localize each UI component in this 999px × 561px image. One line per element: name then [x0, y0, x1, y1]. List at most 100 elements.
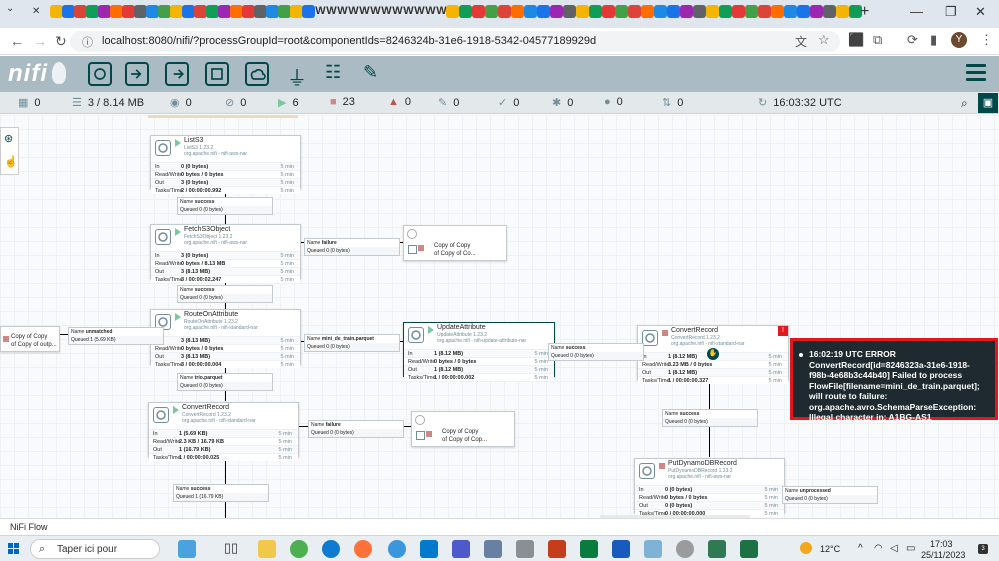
browser-tab-favicon-icon[interactable] — [797, 5, 810, 18]
browser-tab-favicon-icon[interactable] — [524, 5, 537, 18]
browser-tab-favicon-icon[interactable] — [98, 5, 111, 18]
browser-tab-favicon-icon[interactable] — [50, 5, 63, 18]
browser-tab-favicon-icon[interactable] — [628, 5, 641, 18]
browser-tab-favicon-icon[interactable] — [242, 5, 255, 18]
taskbar-search[interactable]: ⌕ Taper ici pour — [30, 539, 160, 559]
browser-tab-favicon-icon[interactable] — [667, 5, 680, 18]
operate-hand-icon[interactable]: ☝ — [4, 156, 18, 168]
powerpoint-app-icon[interactable] — [548, 540, 566, 558]
browser-tab-favicon-icon[interactable] — [290, 5, 303, 18]
vscode-app-icon[interactable] — [420, 540, 438, 558]
browser-tab-favicon-icon[interactable] — [589, 5, 602, 18]
browser-tab-favicon-icon[interactable] — [459, 5, 472, 18]
browser-tab-favicon-icon[interactable] — [266, 5, 279, 18]
whatsapp-app-icon[interactable] — [708, 540, 726, 558]
clock-date[interactable]: 25/11/2023 — [921, 550, 966, 560]
browser-tab-favicon-icon[interactable] — [693, 5, 706, 18]
browser-tab-favicon-icon[interactable] — [218, 5, 231, 18]
browser-tab-favicon-icon[interactable] — [706, 5, 719, 18]
reload-icon[interactable]: ↻ — [55, 33, 67, 49]
processor-tool-icon[interactable] — [88, 62, 112, 86]
browser-tab-favicon-icon[interactable] — [134, 5, 147, 18]
bookmark-star-icon[interactable]: ☆ — [818, 32, 830, 47]
bulletin-board-icon[interactable]: ▣ — [978, 93, 998, 113]
browser-tab-favicon-icon[interactable] — [680, 5, 693, 18]
browser-tab-favicon-icon[interactable] — [641, 5, 654, 18]
browser-tab-favicon-icon[interactable] — [654, 5, 667, 18]
browser-tab-favicon-icon[interactable] — [732, 5, 745, 18]
camera-app-icon[interactable] — [516, 540, 534, 558]
browser-tab-favicon-icon[interactable] — [550, 5, 563, 18]
browser-tab-favicon-icon[interactable] — [771, 5, 784, 18]
browser-tab-favicon-icon[interactable] — [563, 5, 576, 18]
volume-icon[interactable]: ◁ — [890, 543, 898, 554]
close-tab-icon[interactable]: ✕ — [32, 6, 41, 17]
browser-tab-favicon-icon[interactable] — [745, 5, 758, 18]
widgets-app-icon[interactable] — [178, 540, 196, 558]
browser-tab-favicon-icon[interactable] — [576, 5, 589, 18]
browser-tab-wikipedia-icon[interactable]: W — [359, 5, 370, 17]
browser-tab-favicon-icon[interactable] — [849, 5, 862, 18]
input-port-tool-icon[interactable] — [125, 62, 149, 86]
browser-tab-favicon-icon[interactable] — [537, 5, 550, 18]
battery-icon[interactable]: ▭ — [906, 543, 916, 554]
maximize-icon[interactable]: ❐ — [945, 4, 957, 19]
browser-tab-favicon-icon[interactable] — [836, 5, 849, 18]
site-info-icon[interactable]: ⓘ — [82, 37, 93, 49]
firefox-app-icon[interactable] — [354, 540, 372, 558]
menu-dots-icon[interactable]: ⋮ — [980, 32, 993, 47]
browser-tab-favicon-icon[interactable] — [784, 5, 797, 18]
wifi-icon[interactable]: ◠ — [874, 543, 883, 554]
browser-tab-favicon-icon[interactable] — [170, 5, 183, 18]
browser-tab-favicon-icon[interactable] — [485, 5, 498, 18]
browser-tab-favicon-icon[interactable] — [122, 5, 135, 18]
address-bar[interactable]: ⓘ localhost:8080/nifi/?processGroupId=ro… — [70, 31, 840, 52]
docker-app-icon[interactable] — [388, 540, 406, 558]
settings-app-icon[interactable] — [676, 540, 694, 558]
browser-tab-favicon-icon[interactable] — [146, 5, 159, 18]
browser-tab-favicon-icon[interactable] — [498, 5, 511, 18]
browser-tab-favicon-icon[interactable] — [110, 5, 123, 18]
close-window-icon[interactable]: ✕ — [975, 4, 986, 19]
excel-app-icon[interactable] — [740, 540, 758, 558]
search-icon[interactable]: ⌕ — [961, 96, 968, 110]
remote-group-tool-icon[interactable] — [245, 62, 269, 86]
weather-temp[interactable]: 12°C — [820, 544, 841, 554]
task-view-icon[interactable]: ▯▯ — [223, 540, 239, 555]
browser-tab-wikipedia-icon[interactable]: W — [337, 5, 348, 17]
sidepanel-icon[interactable]: ▮ — [930, 32, 938, 47]
profile-avatar[interactable]: Y — [951, 32, 967, 48]
browser-tab-favicon-icon[interactable] — [194, 5, 207, 18]
browser-tab-wikipedia-icon[interactable]: W — [392, 5, 403, 17]
browser-tab-wikipedia-icon[interactable]: W — [381, 5, 392, 17]
navigate-compass-icon[interactable]: ⊛ — [4, 133, 14, 145]
extension-icon[interactable]: ⬛ — [848, 32, 865, 47]
browser-tab-favicon-icon[interactable] — [158, 5, 171, 18]
notifications-icon[interactable]: 3 — [978, 544, 988, 554]
tab-list-icon[interactable]: ⌄ — [6, 3, 15, 14]
browser-tab-wikipedia-icon[interactable]: W — [403, 5, 414, 17]
browser-tab-favicon-icon[interactable] — [206, 5, 219, 18]
browser-tab-favicon-icon[interactable] — [230, 5, 243, 18]
funnel-tool-icon[interactable]: ⏚ — [287, 68, 307, 90]
puzzle-icon[interactable]: ⧉ — [873, 32, 883, 47]
browser-tab-favicon-icon[interactable] — [446, 5, 459, 18]
